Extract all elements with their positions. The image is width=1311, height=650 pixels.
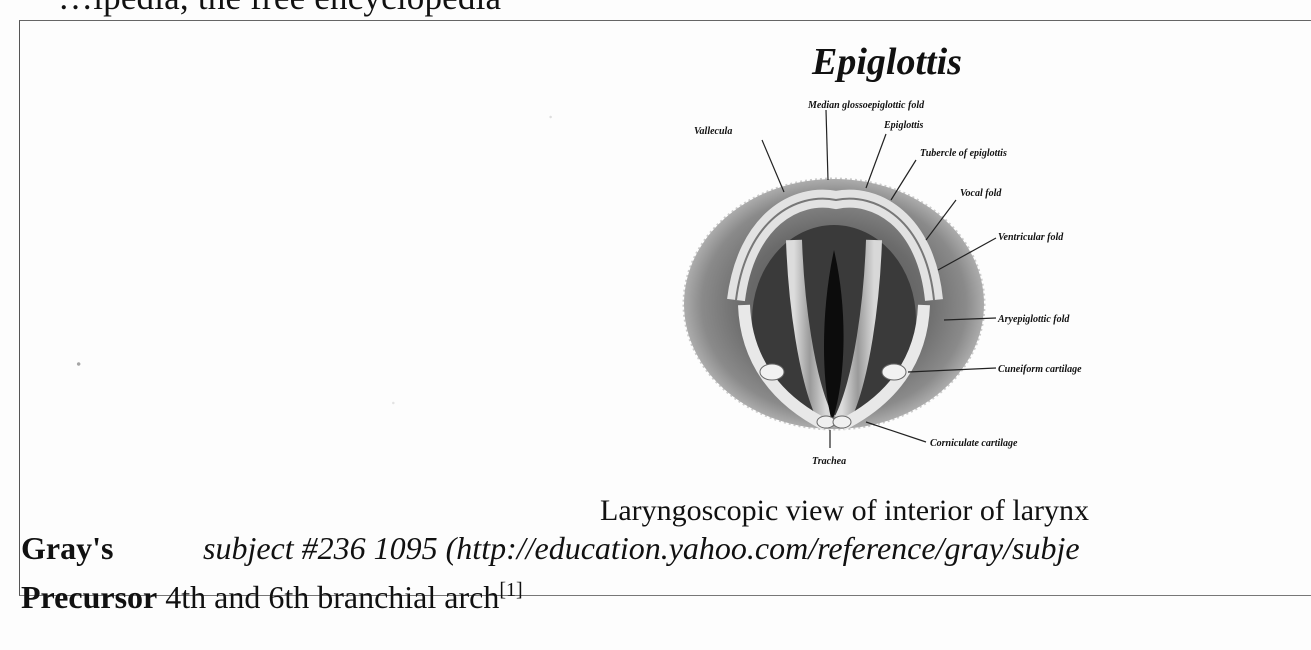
larynx-drawing: Median glossoepiglottic fold Vallecula E… [676, 100, 1156, 480]
larynx-illustration: Median glossoepiglottic fold Vallecula E… [676, 100, 1156, 480]
label-tubercle-of-epiglottis: Tubercle of epiglottis [920, 148, 1007, 159]
label-corniculate-cartilage: Corniculate cartilage [930, 438, 1018, 449]
label-ventricular-fold: Ventricular fold [998, 232, 1064, 243]
row-label-precursor: Precursor [21, 579, 157, 616]
precursor-text: 4th and 6th branchial arch [165, 579, 499, 615]
infobox-row-precursor: Precursor 4th and 6th branchial arch[1] [21, 579, 523, 616]
citation-link[interactable]: [1] [499, 579, 522, 601]
precursor-value: 4th and 6th branchial arch[1] [165, 579, 522, 615]
label-median-glossoepiglottic-fold: Median glossoepiglottic fold [807, 100, 925, 111]
image-caption: Laryngoscopic view of interior of larynx [600, 494, 1089, 528]
label-vocal-fold: Vocal fold [960, 188, 1002, 199]
infobox-title: Epiglottis [812, 40, 962, 84]
row-label-grays: Gray's [21, 530, 203, 567]
page-header-fragment: …ipedia, the free encyclopedia [58, 0, 501, 18]
label-aryepiglottic-fold: Aryepiglottic fold [997, 314, 1070, 325]
label-cuneiform-cartilage: Cuneiform cartilage [998, 364, 1082, 375]
grays-reference-link[interactable]: subject #236 1095 (http://education.yaho… [203, 530, 1080, 566]
label-trachea: Trachea [812, 456, 846, 467]
label-epiglottis: Epiglottis [883, 120, 924, 131]
label-vallecula: Vallecula [694, 126, 732, 137]
